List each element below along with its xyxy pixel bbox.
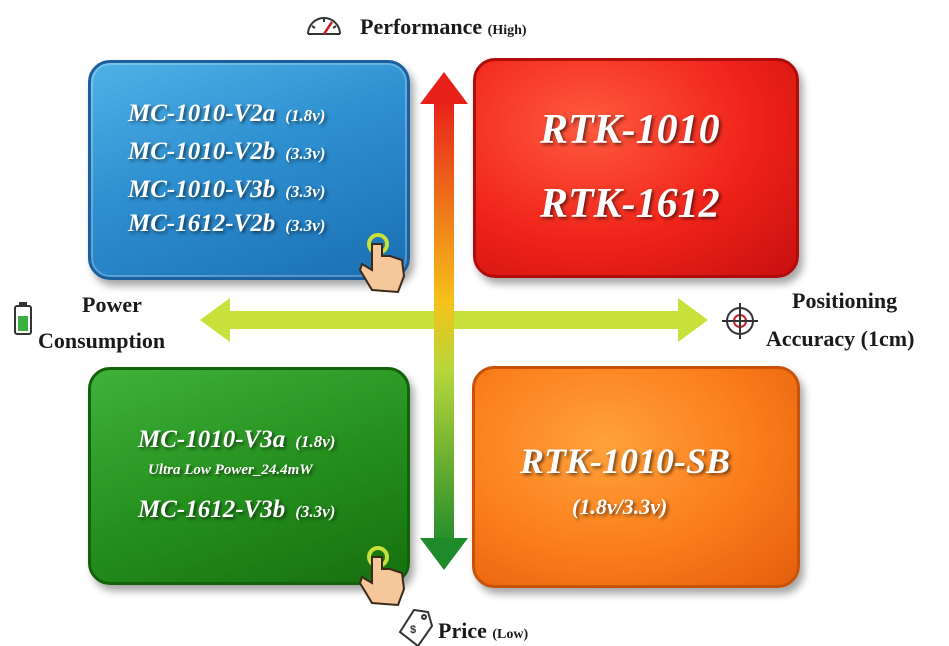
pointing-hand-icon	[358, 233, 406, 294]
rtk-model-name: RTK-1612	[540, 181, 720, 227]
crosshair-icon	[722, 303, 758, 339]
axis-label-power-line2: Consumption	[38, 328, 166, 353]
model-voltage: (3.3v)	[295, 502, 336, 521]
model-voltage: (3.3v)	[285, 144, 326, 163]
performance-label: Performance	[360, 14, 483, 39]
price-tag-icon: $	[398, 608, 434, 646]
model-name: MC-1010-V2a	[128, 100, 276, 127]
power-note: Ultra Low Power_24.4mW	[148, 462, 313, 478]
model-line: MC-1010-V3a (1.8v)	[138, 426, 335, 454]
axis-label-power-line1: Power	[82, 292, 142, 317]
model-voltage: (1.8v)	[295, 432, 336, 451]
axis-label-accuracy-line2: Accuracy (1cm)	[766, 326, 915, 351]
model-line: MC-1010-V2b (3.3v)	[128, 138, 325, 166]
axis-label-price: Price (Low)	[438, 618, 528, 644]
model-voltage: (3.3v)	[285, 182, 326, 201]
quadrant-bottom-left	[88, 367, 410, 585]
model-name: MC-1612-V2b	[128, 210, 276, 237]
horizontal-axis-arrow	[200, 298, 708, 342]
model-voltage: (1.8v)	[285, 106, 326, 125]
model-name: MC-1010-V3a	[138, 426, 286, 453]
svg-text:$: $	[410, 624, 416, 636]
rtk-model-name: RTK-1010	[540, 107, 720, 153]
performance-qualifier: (High)	[487, 23, 527, 38]
quadrant-bottom-right	[472, 366, 800, 588]
price-label: Price	[438, 618, 487, 643]
model-voltage: (3.3v)	[285, 216, 326, 235]
quadrant-top-right	[473, 58, 799, 278]
model-line: MC-1010-V3b (3.3v)	[128, 176, 325, 204]
vertical-axis-arrow	[420, 72, 468, 570]
model-name: MC-1612-V3b	[138, 496, 286, 523]
pointing-hand-icon	[358, 546, 406, 607]
quadrant-top-left	[88, 60, 410, 280]
battery-icon	[14, 302, 32, 335]
rtk-sb-model-name: RTK-1010-SB	[520, 441, 731, 481]
model-line: MC-1612-V2b (3.3v)	[128, 210, 325, 238]
axis-label-performance: Performance (High)	[360, 14, 527, 40]
speedometer-icon	[307, 17, 341, 35]
price-qualifier: (Low)	[492, 627, 529, 642]
axis-label-accuracy-line1: Positioning	[792, 288, 898, 313]
model-name: MC-1010-V3b	[128, 176, 276, 203]
model-line: MC-1612-V3b (3.3v)	[138, 496, 335, 524]
model-line: MC-1010-V2a (1.8v)	[128, 100, 325, 128]
model-name: MC-1010-V2b	[128, 138, 276, 165]
rtk-sb-voltage: (1.8v/3.3v)	[572, 494, 668, 519]
